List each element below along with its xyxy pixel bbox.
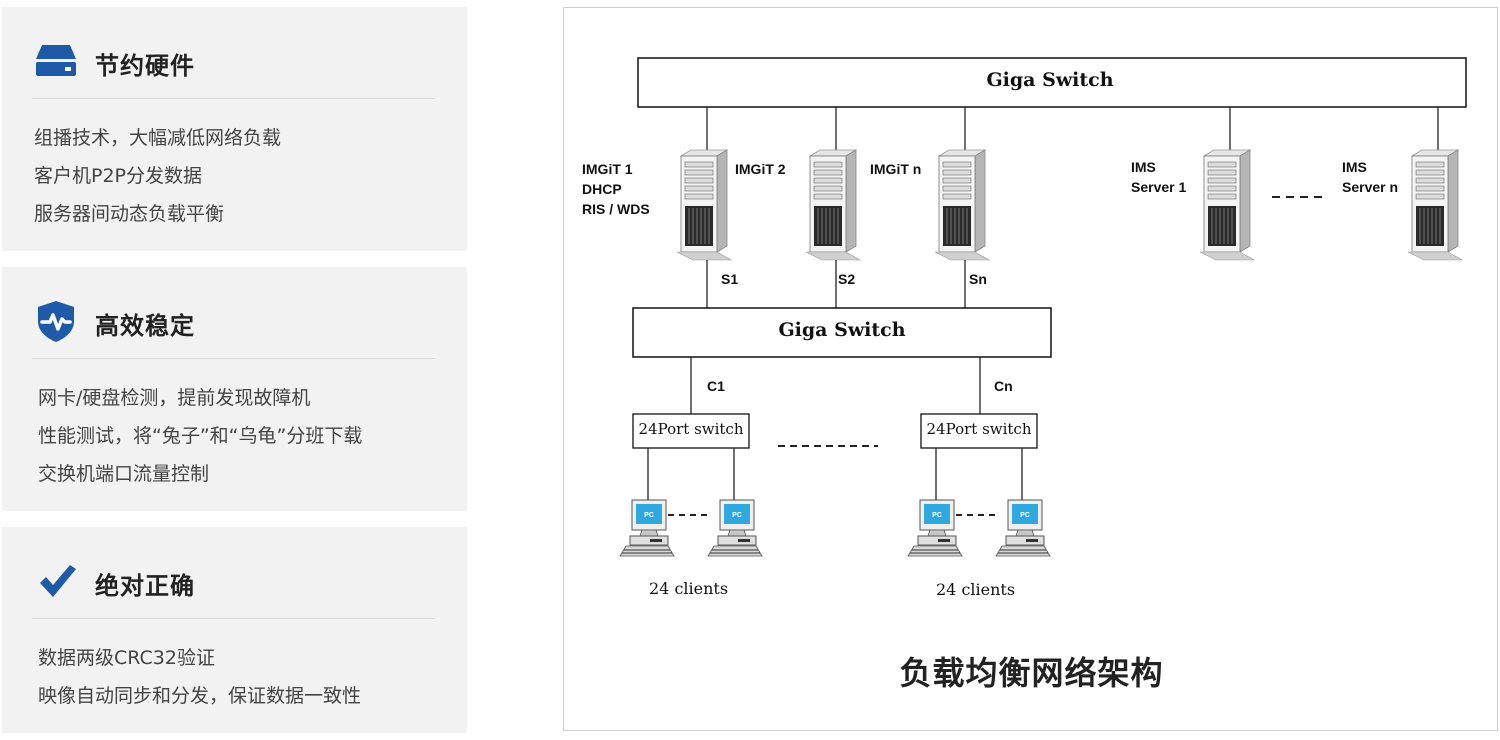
card-header: 节约硬件 bbox=[32, 37, 437, 87]
card-divider bbox=[32, 98, 435, 99]
diagram-caption: 负载均衡网络架构 bbox=[899, 654, 1164, 692]
checkmark-icon bbox=[40, 565, 76, 597]
clients-label: 24 clients bbox=[936, 580, 1015, 599]
card-title: 高效稳定 bbox=[95, 312, 195, 340]
list-item: 性能测试，将“兔子”和“乌龟”分班下载 bbox=[38, 425, 363, 447]
pc-screen-label: PC bbox=[932, 512, 942, 519]
top-switch-label: Giga Switch bbox=[986, 69, 1113, 91]
feature-card-absolutely-correct: 绝对正确 数据两级CRC32验证 映像自动同步和分发，保证数据一致性 bbox=[2, 527, 467, 733]
card-title: 绝对正确 bbox=[95, 572, 195, 600]
clients-label: 24 clients bbox=[649, 579, 728, 598]
list-item: 客户机P2P分发数据 bbox=[34, 165, 203, 187]
server-imgit-n bbox=[934, 149, 990, 261]
link-label: Sn bbox=[969, 271, 987, 287]
card-divider bbox=[32, 618, 435, 619]
pc-screen-label: PC bbox=[732, 512, 742, 519]
list-item: 网卡/硬盘检测，提前发现故障机 bbox=[38, 387, 311, 409]
server-ims-1 bbox=[1199, 149, 1255, 261]
server-imgit-2 bbox=[805, 149, 861, 261]
server-label: IMS bbox=[1342, 159, 1367, 175]
feature-card-save-hardware: 节约硬件 组播技术，大幅减低网络负载 客户机P2P分发数据 服务器间动态负载平衡 bbox=[2, 7, 467, 251]
port-switch-label: 24Port switch bbox=[927, 420, 1032, 438]
top-giga-switch bbox=[637, 57, 1467, 108]
top-switch-links bbox=[706, 107, 1439, 150]
list-item: 组播技术，大幅减低网络负载 bbox=[34, 127, 282, 149]
server-label: DHCP bbox=[582, 181, 622, 197]
client-links bbox=[647, 448, 1023, 500]
link-label: S1 bbox=[721, 271, 738, 287]
card-header: 高效稳定 bbox=[32, 297, 437, 347]
card-item-list: 数据两级CRC32验证 映像自动同步和分发，保证数据一致性 bbox=[38, 639, 361, 715]
pc-client bbox=[707, 499, 763, 557]
mid-switch-label: Giga Switch bbox=[778, 319, 905, 341]
server-label: Server 1 bbox=[1131, 179, 1186, 195]
server-label: IMGiT 2 bbox=[735, 161, 786, 177]
list-item: 映像自动同步和分发，保证数据一致性 bbox=[38, 685, 362, 707]
server-label: IMS bbox=[1131, 159, 1156, 175]
pc-client bbox=[907, 499, 963, 557]
card-item-list: 组播技术，大幅减低网络负载 客户机P2P分发数据 服务器间动态负载平衡 bbox=[34, 119, 281, 233]
list-item: 数据两级CRC32验证 bbox=[38, 647, 215, 669]
uplink-label: Cn bbox=[994, 378, 1013, 394]
mid-giga-switch bbox=[632, 307, 1052, 358]
pc-client bbox=[995, 499, 1051, 557]
card-header: 绝对正确 bbox=[32, 557, 437, 607]
server-box-icon bbox=[36, 45, 76, 76]
server-label: IMGiT n bbox=[870, 161, 921, 177]
server-label: RIS / WDS bbox=[582, 201, 650, 217]
server-label: IMGiT 1 bbox=[582, 161, 633, 177]
card-item-list: 网卡/硬盘检测，提前发现故障机 性能测试，将“兔子”和“乌龟”分班下载 交换机端… bbox=[38, 379, 362, 493]
card-title: 节约硬件 bbox=[95, 52, 195, 80]
port-switch-label: 24Port switch bbox=[639, 420, 744, 438]
pc-screen-label: PC bbox=[1020, 512, 1030, 519]
pc-screen-label: PC bbox=[644, 512, 654, 519]
port-switch-1 bbox=[632, 413, 750, 449]
card-divider bbox=[32, 358, 435, 359]
server-links bbox=[706, 260, 966, 308]
pc-client bbox=[619, 499, 675, 557]
uplink-lines bbox=[690, 357, 981, 414]
network-diagram: Giga Switch IMGiT 1 DHCP RIS / WDS IMGiT… bbox=[563, 7, 1498, 731]
uplink-label: C1 bbox=[707, 378, 725, 394]
server-imgit-1 bbox=[676, 149, 732, 261]
list-item: 交换机端口流量控制 bbox=[38, 463, 210, 485]
server-ims-n bbox=[1407, 149, 1463, 261]
list-item: 服务器间动态负载平衡 bbox=[34, 203, 225, 225]
server-label: Server n bbox=[1342, 179, 1398, 195]
network-diagram-canvas: Giga Switch IMGiT 1 DHCP RIS / WDS IMGiT… bbox=[582, 57, 1467, 599]
feature-card-efficient-stable: 高效稳定 网卡/硬盘检测，提前发现故障机 性能测试，将“兔子”和“乌龟”分班下载… bbox=[2, 267, 467, 511]
link-label: S2 bbox=[838, 271, 855, 287]
port-switch-2 bbox=[920, 413, 1038, 449]
shield-pulse-icon bbox=[38, 301, 74, 342]
